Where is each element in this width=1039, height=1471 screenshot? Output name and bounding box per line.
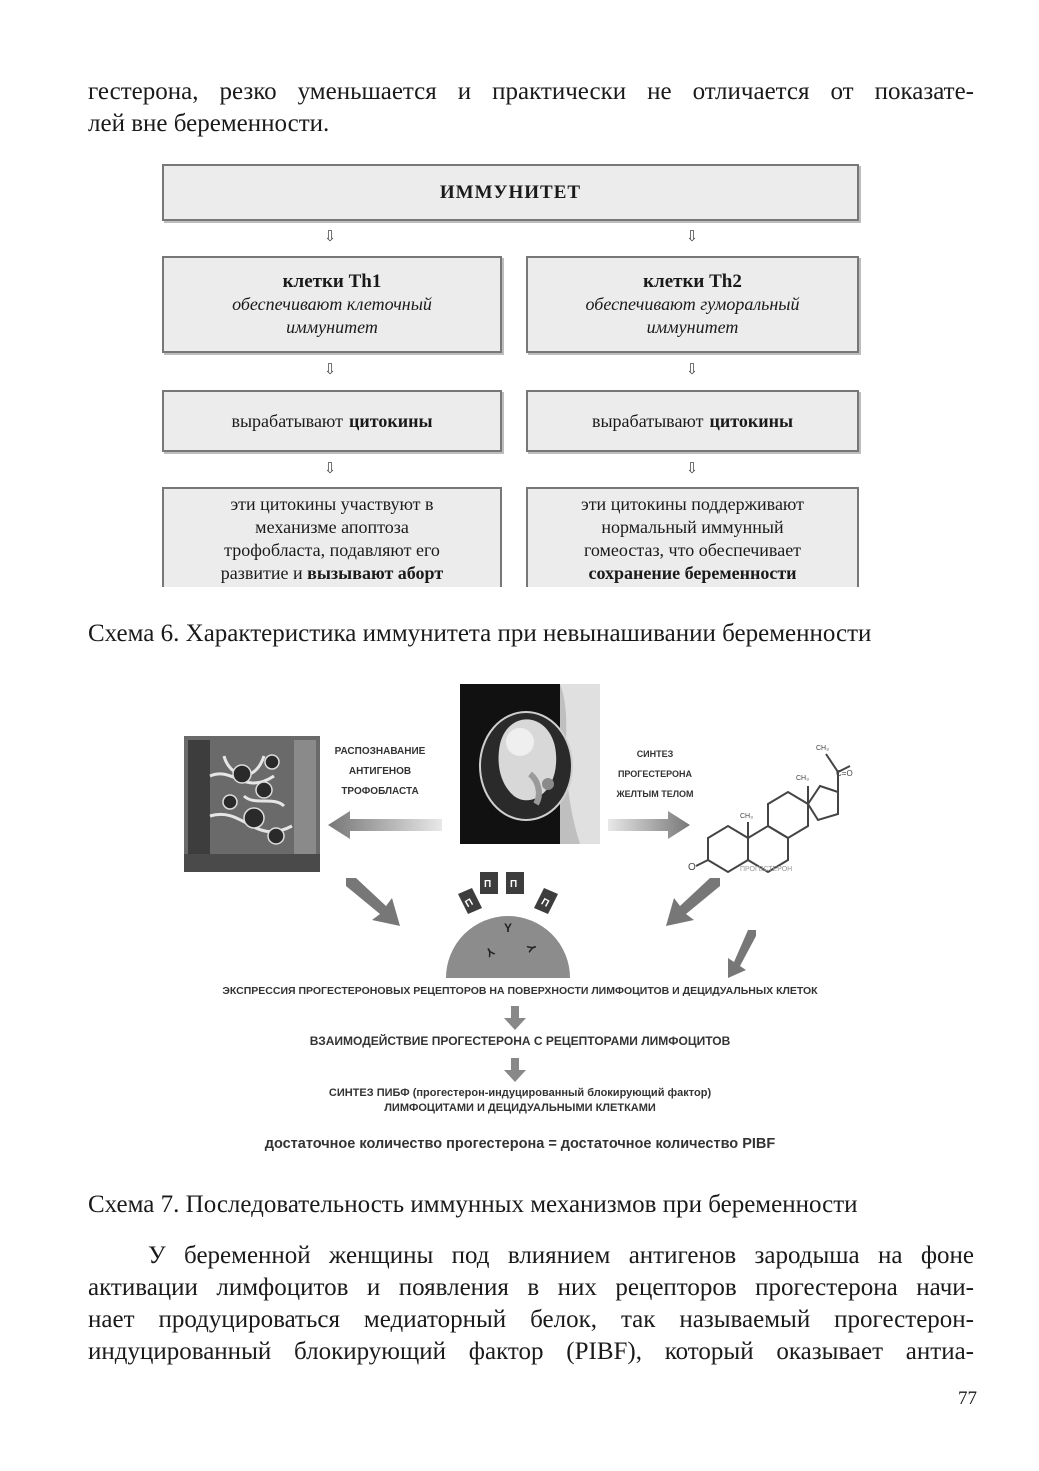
th2-title: клетки Th2 [643,270,742,293]
recognition-line-1: РАСПОЗНАВАНИЕ [320,742,440,762]
arrow-down-icon: ⇩ [682,360,702,379]
body-paragraph: У беременной женщины под влиянием антиге… [88,1240,974,1368]
body-line-2: активации лимфоцитов и появления в них р… [88,1272,974,1304]
ligand-p-letter: П [484,879,491,890]
th1-effect-box: эти цитокины участвуют в механизме апопт… [162,487,502,587]
th1-desc-2: иммунитет [286,316,378,339]
th1-desc-1: обеспечивают клеточный [232,293,432,316]
th2-cells-box: клетки Th2 обеспечивают гуморальный имму… [526,256,859,353]
th2-effect-1: эти цитокины поддерживают [581,493,804,516]
conclusion-equation: достаточное количество прогестерона = до… [180,1136,860,1152]
arrow-right-icon [608,810,690,840]
step-2-interaction: ВЗАИМОДЕЙСТВИЕ ПРОГЕСТЕРОНА С РЕЦЕПТОРАМ… [220,1034,820,1048]
arrow-diagonal-down-left-small-icon [726,930,760,978]
step-1-expression: ЭКСПРЕССИЯ ПРОГЕСТЕРОНОВЫХ РЕЦЕПТОРОВ НА… [176,985,864,997]
recognition-line-2: АНТИГЕНОВ [320,762,440,782]
caption-scheme-6: Схема 6. Характеристика иммунитета при н… [88,620,871,648]
ch3-top: CH₃ [816,745,829,752]
th2-effect-2: нормальный иммунный [601,516,783,539]
intro-paragraph: гестерона, резко уменьшается и практичес… [88,76,974,140]
th1-title: клетки Th1 [283,270,382,293]
th1-cells-box: клетки Th1 обеспечивают клеточный иммуни… [162,256,502,353]
th1-effect-4-bold: вызывают аборт [307,563,443,583]
arrow-down-icon: ⇩ [320,360,340,379]
arrow-down-icon: ⇩ [320,227,340,246]
recognition-line-3: ТРОФОБЛАСТА [320,782,440,802]
arrow-diagonal-down-left-icon [664,878,724,928]
th2-effect-3: гомеостаз, что обеспечивает [584,539,801,562]
arrow-down-icon [504,1006,526,1030]
th2-produce-bold: цитокины [710,410,794,433]
page-number: 77 [958,1388,977,1410]
arrow-down-icon: ⇩ [682,227,702,246]
intro-line-1: гестерона, резко уменьшается и практичес… [88,76,974,108]
th1-effect-1: эти цитокины участвуют в [230,493,433,516]
th1-effect-4-prefix: развитие и [221,563,303,583]
arrow-down-icon: ⇩ [682,459,702,478]
arrow-down-icon: ⇩ [320,459,340,478]
ligand-p-letter: П [510,879,517,890]
body-line-4: индуцированный блокирующий фактор (PIBF)… [88,1336,974,1368]
progesterone-molecule: O C=O CH₃ CH₃ CH₃ [688,738,860,880]
step-3-synthesis: СИНТЕЗ ПИБФ (прогестерон-индуцированный … [220,1086,820,1116]
th1-produce-prefix: вырабатывают [231,410,343,433]
arrow-diagonal-down-right-icon [342,878,402,928]
progesterone-label: ПРОГЕСТЕРОН [740,866,792,873]
recognition-label: РАСПОЗНАВАНИЕ АНТИГЕНОВ ТРОФОБЛАСТА [320,742,440,802]
th2-effect-box: эти цитокины поддерживают нормальный имм… [526,487,859,587]
th1-effect-2: механизме апоптоза [255,516,409,539]
body-line-1: У беременной женщины под влиянием антиге… [88,1240,974,1272]
caption-scheme-7: Схема 7. Последовательность иммунных мех… [88,1191,858,1219]
intro-line-2: лей вне беременности. [88,110,329,137]
ch3-low: CH₃ [740,813,753,820]
ch3-mid: CH₃ [796,775,809,782]
th2-produce-box: вырабатывают цитокины [526,390,859,452]
immunity-box: ИММУНИТЕТ [162,164,859,221]
receptor-y-letter: Y [504,921,512,935]
immunity-title: ИММУНИТЕТ [440,181,581,204]
scheme-7: РАСПОЗНАВАНИЕ АНТИГЕНОВ ТРОФОБЛАСТА СИНТ… [180,680,860,1160]
body-line-3: нает продуцироваться медиаторный белок, … [88,1304,974,1336]
lymphocyte-receptor-dome: П П П П Y Y Y [428,870,588,980]
th2-produce-prefix: вырабатывают [592,410,704,433]
th2-desc-1: обеспечивают гуморальный [586,293,800,316]
th2-effect-4-bold: сохранение беременности [588,562,796,585]
th1-produce-box: вырабатывают цитокины [162,390,502,452]
oxygen-atom: O [688,862,696,873]
placenta-villi-image [184,736,320,872]
th1-effect-3: трофобласта, подавляют его [224,539,440,562]
th1-effect-4: развитие и вызывают аборт [221,562,443,585]
arrow-left-icon [328,810,442,840]
th1-produce-bold: цитокины [349,410,433,433]
step-3-line-1: СИНТЕЗ ПИБФ (прогестерон-индуцированный … [220,1086,820,1101]
carbonyl-group: C=O [836,769,853,778]
th2-desc-2: иммунитет [647,316,739,339]
arrow-down-icon [504,1058,526,1082]
embryo-image [460,684,600,844]
step-3-line-2: ЛИМФОЦИТАМИ И ДЕЦИДУАЛЬНЫМИ КЛЕТКАМИ [220,1101,820,1116]
